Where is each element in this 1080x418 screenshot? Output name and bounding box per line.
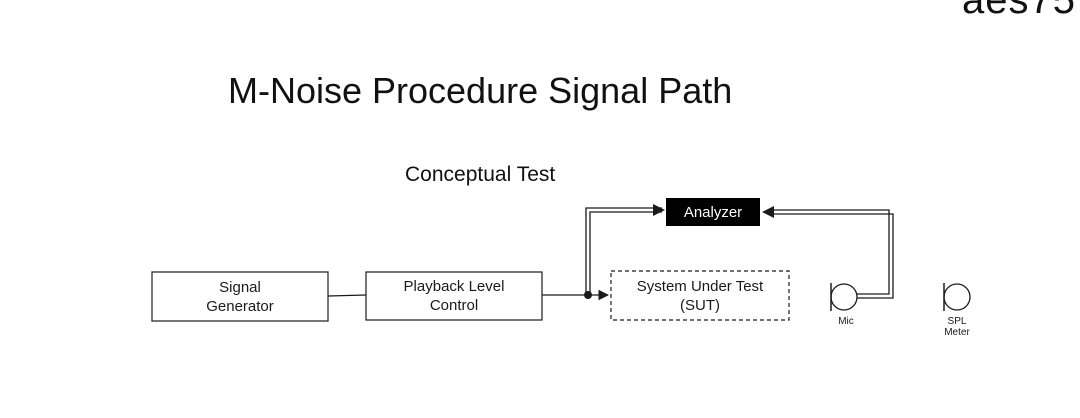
playback-level-control-box	[365, 271, 543, 321]
signal-generator-box	[151, 271, 329, 322]
junction-to-analyzer-path	[585, 204, 665, 293]
spl-meter-label: SPL Meter	[944, 316, 970, 338]
mic-to-analyzer-path	[762, 206, 894, 299]
system-under-test-label: System Under Test (SUT)	[636, 277, 764, 314]
signal-generator-label: Signal Generator	[206, 278, 274, 315]
playback-level-control-label: Playback Level Control	[403, 278, 505, 314]
spl-meter-icon	[943, 283, 971, 311]
page-title: M-Noise Procedure Signal Path	[228, 70, 733, 111]
generator-to-playback-line	[327, 294, 367, 297]
mic-label: Mic	[838, 316, 854, 327]
analyzer-box	[666, 198, 760, 226]
corner-logo-text: aes75	[962, 0, 1076, 22]
diagram-subtitle: Conceptual Test	[405, 163, 556, 186]
analyzer-label: Analyzer	[683, 203, 743, 221]
system-under-test-box	[610, 270, 790, 321]
mic-icon	[830, 283, 858, 311]
